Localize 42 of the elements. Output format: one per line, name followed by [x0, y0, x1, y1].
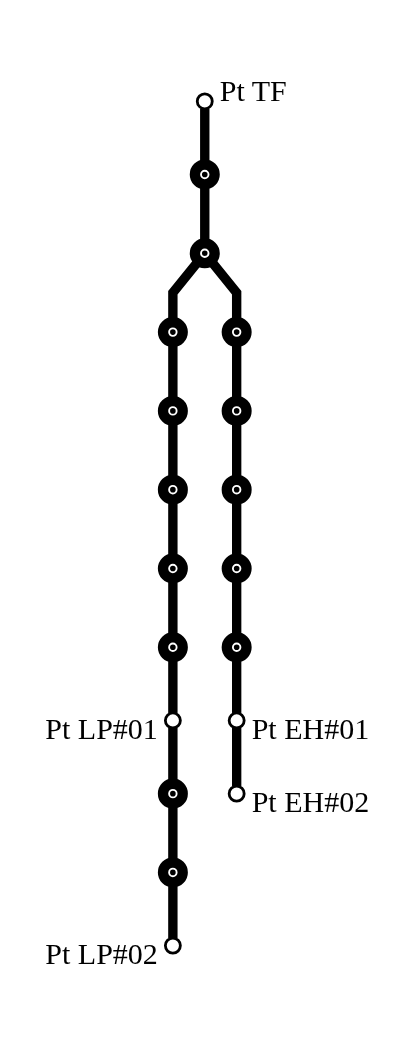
patient-label: Pt EH#01 [251, 712, 369, 746]
connector-line [167, 806, 178, 860]
patient-label: Pt TF [219, 74, 287, 108]
mutation-marker [157, 553, 188, 584]
mutation-marker [157, 778, 188, 809]
patient-circle [227, 711, 246, 730]
mutation-marker [221, 395, 252, 426]
mutation-marker [221, 474, 252, 505]
connector-line [167, 345, 178, 398]
connector-line [167, 424, 178, 477]
patient-label: Pt LP#01 [45, 712, 158, 746]
connector-line [231, 727, 242, 787]
patient-label: Pt LP#02 [45, 937, 158, 971]
patient-circle [163, 936, 182, 955]
connector-line [231, 424, 242, 477]
mutation-marker [157, 474, 188, 505]
connector-line [231, 345, 242, 398]
mutation-marker [221, 317, 252, 348]
connector-line [167, 660, 178, 713]
patient-circle [163, 711, 182, 730]
mutation-marker [157, 317, 188, 348]
mutation-marker [157, 632, 188, 663]
connector-line [167, 581, 178, 635]
mutation-marker [157, 857, 188, 888]
connector-line [167, 502, 178, 556]
patient-circle [195, 92, 214, 111]
connector-line [167, 727, 178, 781]
mutation-marker [221, 553, 252, 584]
connector-line [199, 187, 210, 241]
patient-label: Pt EH#02 [251, 785, 369, 819]
connector-line [231, 502, 242, 556]
connector-line [167, 885, 178, 939]
mutation-marker [189, 238, 220, 269]
mutation-marker [157, 395, 188, 426]
mutation-marker [189, 159, 220, 190]
connector-line [231, 581, 242, 635]
connector-line [231, 660, 242, 713]
connector-line [209, 260, 242, 319]
patient-circle [227, 784, 246, 803]
connector-line [199, 108, 210, 162]
connector-line [167, 260, 200, 319]
mutation-marker [221, 632, 252, 663]
